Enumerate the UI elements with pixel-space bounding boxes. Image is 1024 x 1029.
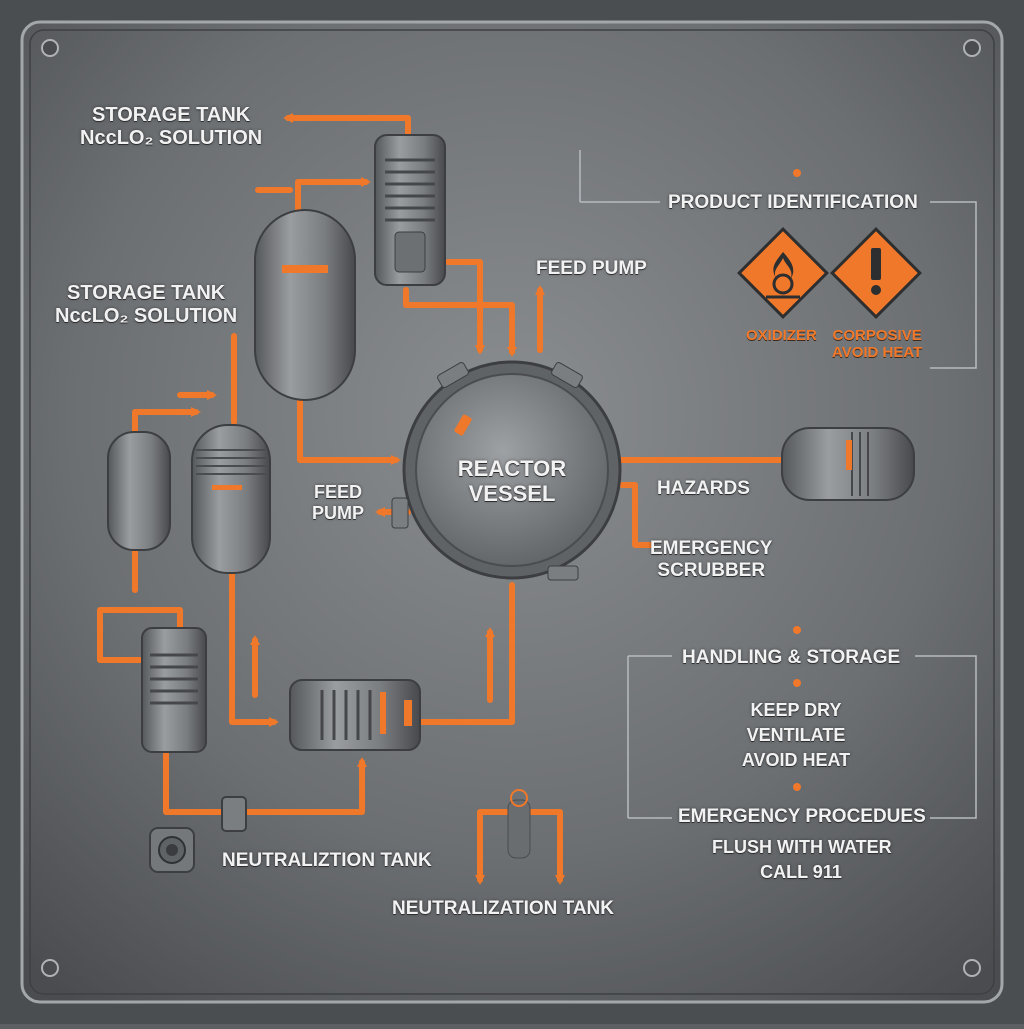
call-911-text: CALL 911 — [760, 862, 842, 882]
flush-with-water-text: FLUSH WITH WATER — [712, 837, 892, 857]
handling-storage-heading: HANDLING & STORAGE — [682, 647, 901, 668]
neutralization-tank-label-left: NEUTRALIZTION TANK — [222, 850, 432, 871]
storage-tank-top-title: STORAGE TANK — [92, 104, 251, 126]
storage-tank-left-label: STORAGE TANK NccLO₂ SOLUTION — [55, 282, 237, 328]
oxidizer-diamond — [737, 227, 829, 319]
scrubber-tank-right — [781, 427, 915, 501]
small-tank-left — [107, 431, 171, 551]
corner-screws — [41, 39, 981, 977]
neutralization-tank-label-bottom: NEUTRALIZATION TANK — [392, 898, 614, 919]
drain-fitting — [149, 827, 195, 873]
pipe-valve — [221, 796, 247, 832]
emergency-procedures-heading: EMERGENCY PROCEDUES — [678, 806, 926, 827]
avoid-heat-hazard-text: AVOID HEAT — [832, 344, 923, 362]
emergency-procedures-list: FLUSH WITH WATER CALL 911 — [712, 835, 892, 885]
feed-pump-left-line1: FEED — [314, 482, 363, 502]
storage-tank-left-solution: NccLO₂ SOLUTION — [55, 305, 238, 327]
flame-over-circle-icon — [766, 252, 800, 299]
panel-dots — [793, 169, 801, 791]
top-motor-pump — [374, 134, 446, 286]
neutralization-tank-icon — [507, 789, 531, 859]
feed-pump-label-left: FEED PUMP — [312, 482, 364, 523]
emergency-scrubber-line2: SCRUBBER — [657, 559, 766, 581]
reactor-label-line2: VESSEL — [468, 481, 556, 507]
motor-pump-left — [141, 627, 207, 753]
oxidizer-label: OXIDIZER — [746, 327, 817, 344]
reactor-label-line1: REACTOR — [457, 456, 567, 481]
horizontal-feed-pump — [289, 679, 421, 751]
avoid-heat-text: AVOID HEAT — [741, 750, 851, 770]
reactor-vessel-label: REACTOR VESSEL — [446, 456, 578, 507]
emergency-scrubber-label: EMERGENCY SCRUBBER — [650, 538, 772, 582]
corrosive-label: CORPOSIVE AVOID HEAT — [832, 327, 922, 362]
info-panel-frame — [579, 150, 977, 819]
storage-tank-top-label: STORAGE TANK NccLO₂ SOLUTION — [80, 104, 262, 150]
feed-pump-left-line2: PUMP — [312, 502, 365, 523]
piping — [97, 113, 785, 885]
corrosive-text: CORPOSIVE — [832, 327, 922, 344]
storage-tank-middle — [191, 424, 271, 574]
storage-tank-upper — [254, 209, 356, 401]
emergency-scrubber-line1: EMERGENCY — [650, 538, 773, 559]
ventilate-text: VENTILATE — [746, 725, 846, 745]
keep-dry-text: KEEP DRY — [750, 700, 842, 720]
hazards-label: HAZARDS — [657, 478, 750, 499]
handling-storage-list: KEEP DRY VENTILATE AVOID HEAT — [740, 698, 852, 773]
exclamation-icon — [871, 248, 881, 295]
storage-tank-left-title: STORAGE TANK — [67, 282, 226, 304]
feed-pump-label-right: FEED PUMP — [536, 258, 647, 279]
storage-tank-top-solution: NccLO₂ SOLUTION — [80, 127, 263, 149]
product-identification-heading: PRODUCT IDENTIFICATION — [668, 192, 918, 213]
reactor-vessel — [391, 360, 622, 581]
